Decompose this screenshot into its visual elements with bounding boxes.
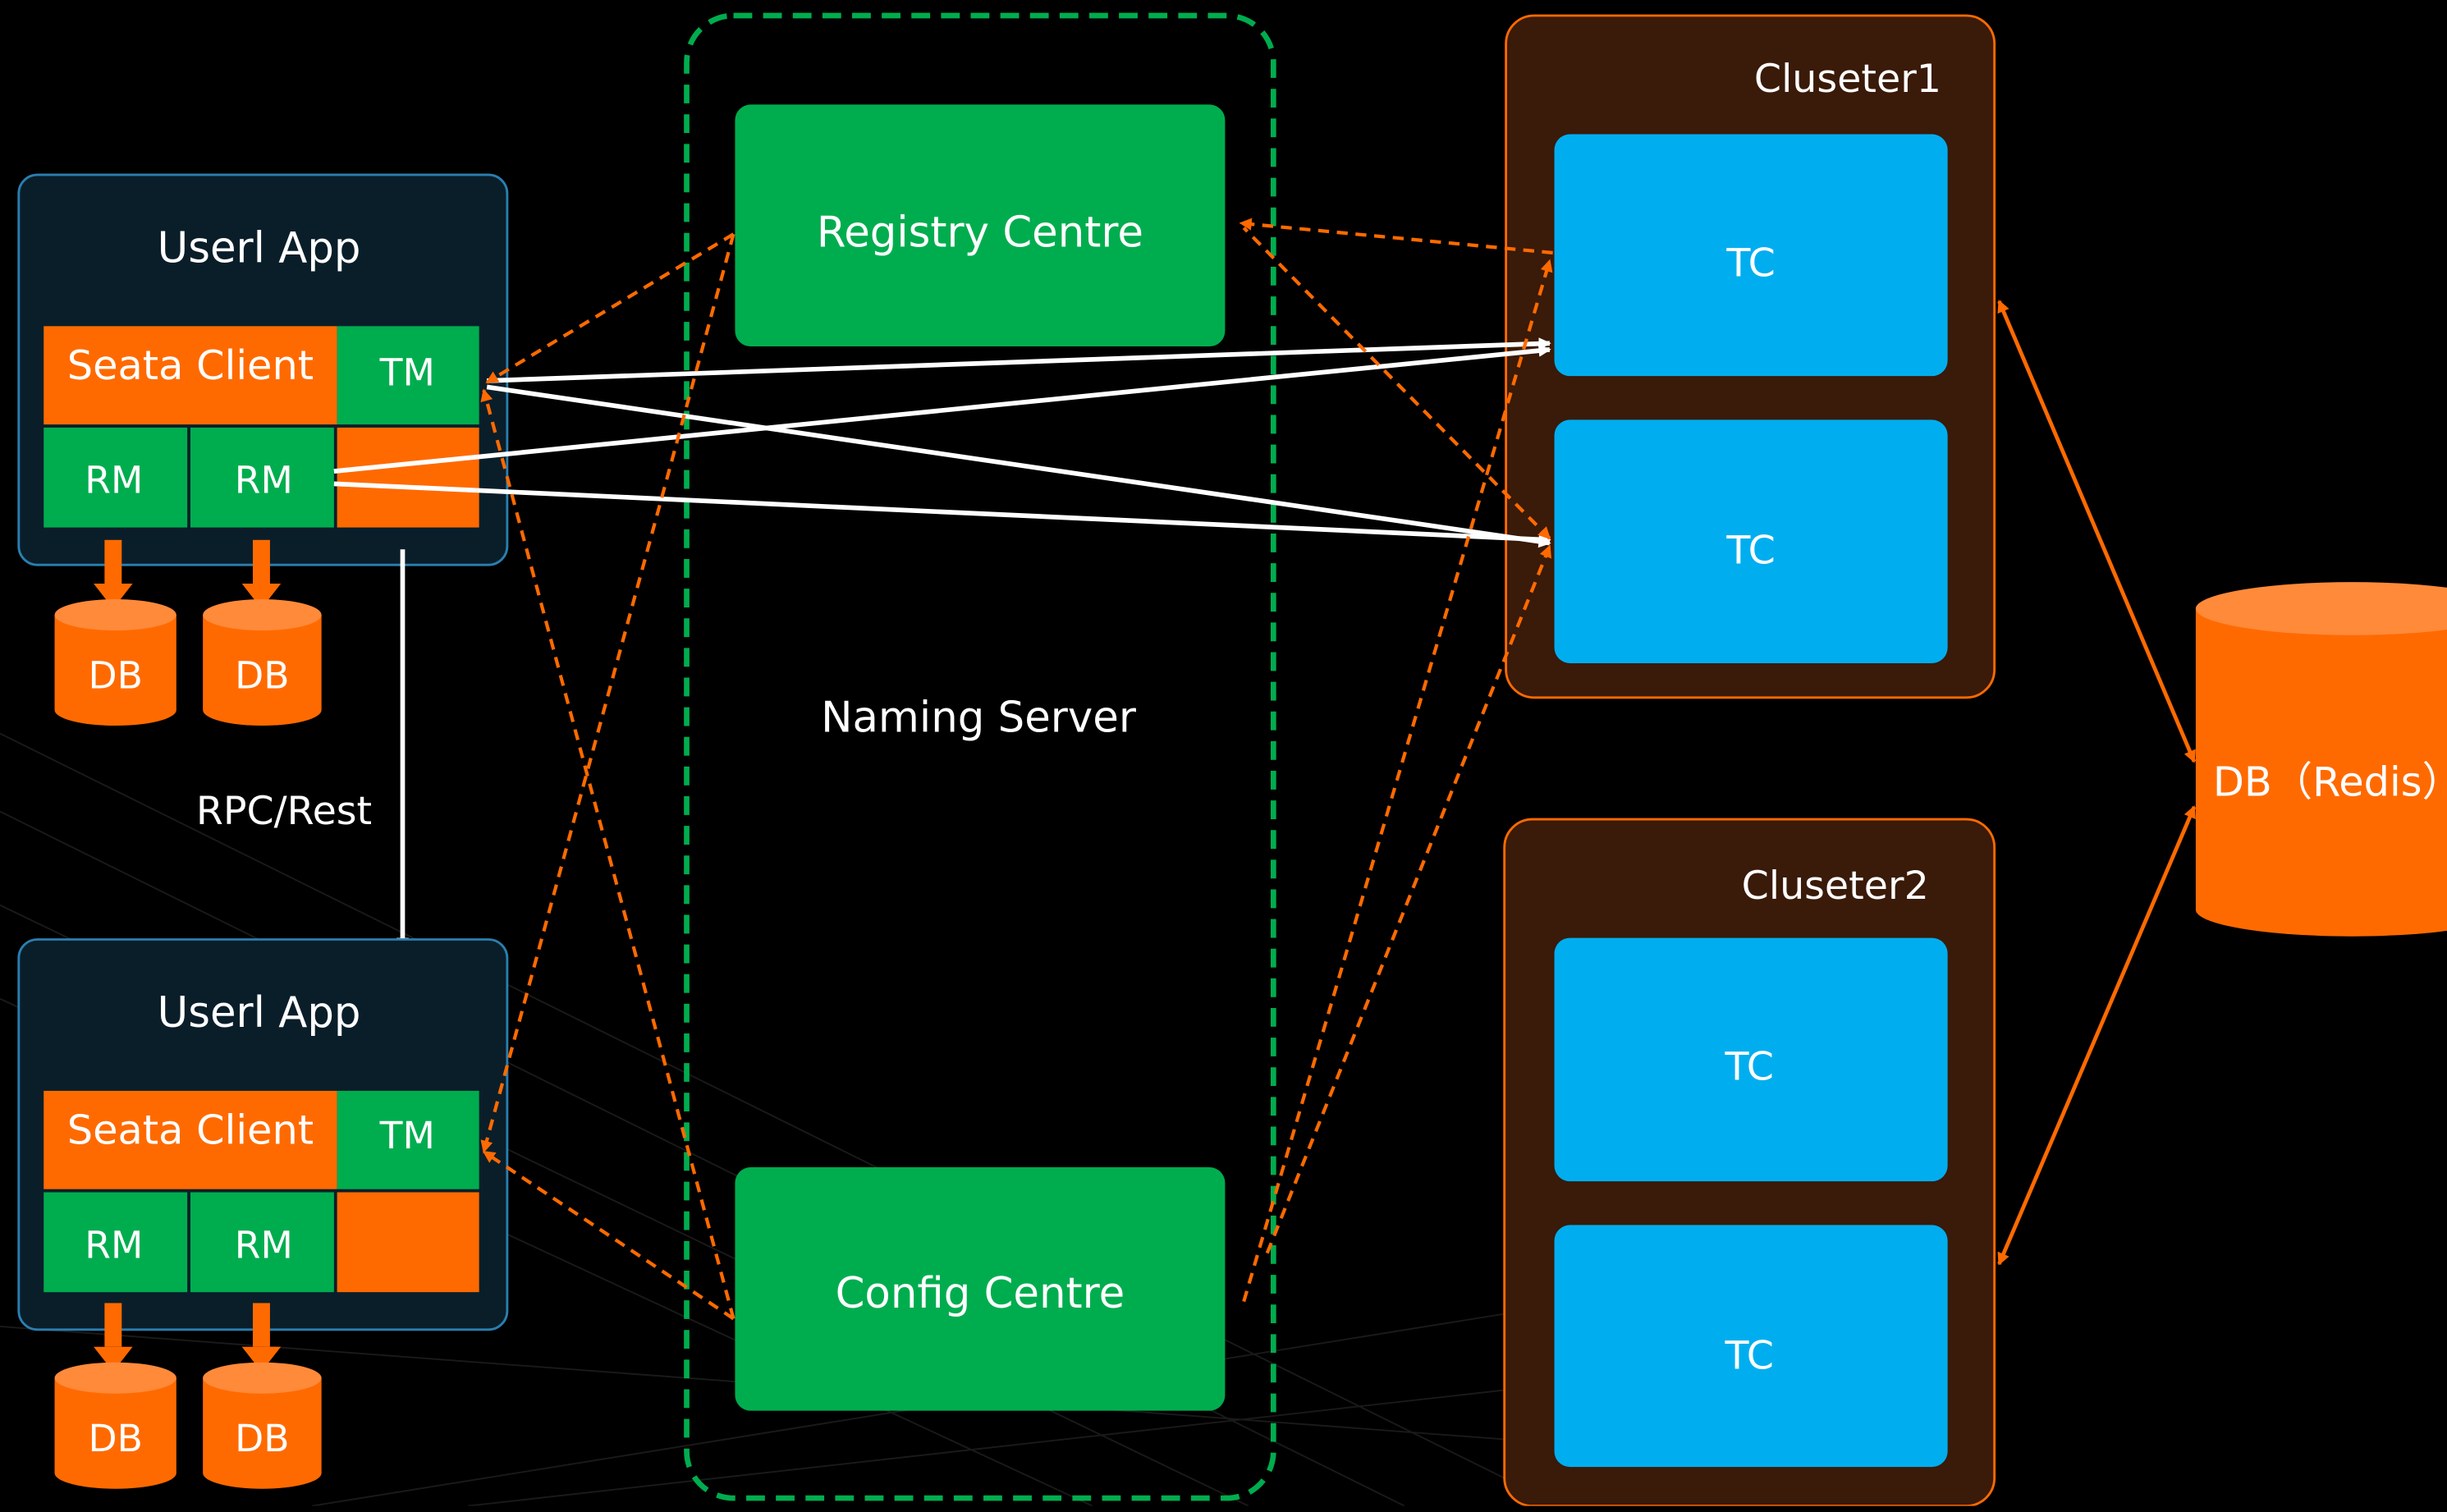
seata-client-block	[44, 1090, 337, 1189]
db-cylinder-app1-2: DB	[203, 599, 322, 726]
rm-block-1	[44, 1192, 188, 1293]
rm-label-2: RM	[235, 459, 293, 502]
tm-block	[337, 326, 479, 425]
tc-label: TC	[1725, 528, 1775, 573]
naming-server-label: Naming Server	[821, 694, 1137, 743]
db-cylinder-app2-2: DB	[203, 1362, 322, 1489]
config-centre-box	[735, 1167, 1226, 1411]
config-to-tc2-line	[1265, 544, 1551, 1254]
app-title: Userl App	[158, 223, 361, 273]
registry-to-app2-line	[480, 233, 735, 1153]
cluster1-to-store-link	[1997, 300, 2197, 763]
rpc-label: RPC/Rest	[196, 789, 372, 834]
rm-label-1: RM	[85, 1223, 143, 1267]
redis-store: DB（Redis）	[2195, 582, 2447, 937]
tc2-to-registry-line	[1242, 227, 1551, 540]
db-label: DB	[235, 1417, 289, 1460]
rm-to-tc2-arrow	[333, 481, 1551, 546]
app1-db-arrows	[94, 539, 282, 609]
client-filler-block	[337, 427, 479, 528]
tc-box	[1554, 134, 1948, 377]
tc-label: TC	[1724, 1045, 1773, 1090]
rm-block-2	[190, 427, 334, 528]
tm-label: TM	[379, 1114, 435, 1157]
tc-box	[1554, 1225, 1948, 1468]
config-to-app1-line	[480, 388, 735, 1320]
transaction-arrows	[333, 337, 1551, 548]
cluster-2: Cluseter2 TC TC	[1503, 818, 1996, 1508]
client-filler-block	[337, 1192, 479, 1293]
app2-db-arrows	[94, 1303, 282, 1372]
config-centre-label: Config Centre	[836, 1269, 1125, 1318]
tc1-to-registry-line	[1239, 218, 1553, 255]
discovery-lines	[480, 218, 1553, 1321]
seata-client-label: Seata Client	[67, 341, 314, 389]
cluster2-to-store-link	[1997, 805, 2197, 1266]
seata-client-label: Seata Client	[67, 1107, 314, 1154]
tm-label: TM	[379, 351, 435, 395]
config-to-tc1-line	[1242, 259, 1553, 1303]
seata-client-block	[44, 326, 337, 425]
cluster-title: Cluseter2	[1742, 864, 1929, 909]
registry-centre-label: Registry Centre	[817, 208, 1143, 257]
tc-box	[1554, 419, 1948, 663]
db-label: DB	[88, 1417, 142, 1460]
registry-centre-box	[735, 104, 1226, 347]
db-cylinder-app1-1: DB	[54, 599, 176, 726]
tm-block	[337, 1090, 479, 1189]
rm-block-1	[44, 427, 188, 528]
config-to-app2-line	[482, 1150, 735, 1321]
rm-label-2: RM	[235, 1223, 293, 1267]
db-label: DB	[88, 653, 142, 697]
app-title: Userl App	[158, 988, 361, 1038]
user-app-1: Userl App Seata Client TM RM RM	[17, 173, 509, 566]
db-label: DB	[235, 653, 289, 697]
rm-to-tc1-arrow	[333, 344, 1551, 474]
user-app-2: Userl App Seata Client TM RM RM	[17, 938, 509, 1331]
rm-label-1: RM	[85, 459, 143, 502]
store-label: DB（Redis）	[2213, 758, 2447, 806]
naming-server-boundary	[684, 12, 1276, 1501]
cluster-1: Cluseter1 TC TC	[1505, 14, 1996, 699]
db-cylinder-app2-1: DB	[54, 1362, 176, 1489]
registry-to-app1-line	[485, 232, 735, 384]
rm-block-2	[190, 1192, 334, 1293]
tm-to-tc2-arrow	[486, 384, 1551, 548]
tc-label: TC	[1724, 1333, 1773, 1378]
tc-box	[1554, 937, 1948, 1182]
store-links	[1997, 300, 2197, 1266]
cluster-title: Cluseter1	[1754, 57, 1941, 102]
tc-label: TC	[1725, 241, 1775, 286]
tm-to-tc1-arrow	[487, 337, 1551, 383]
